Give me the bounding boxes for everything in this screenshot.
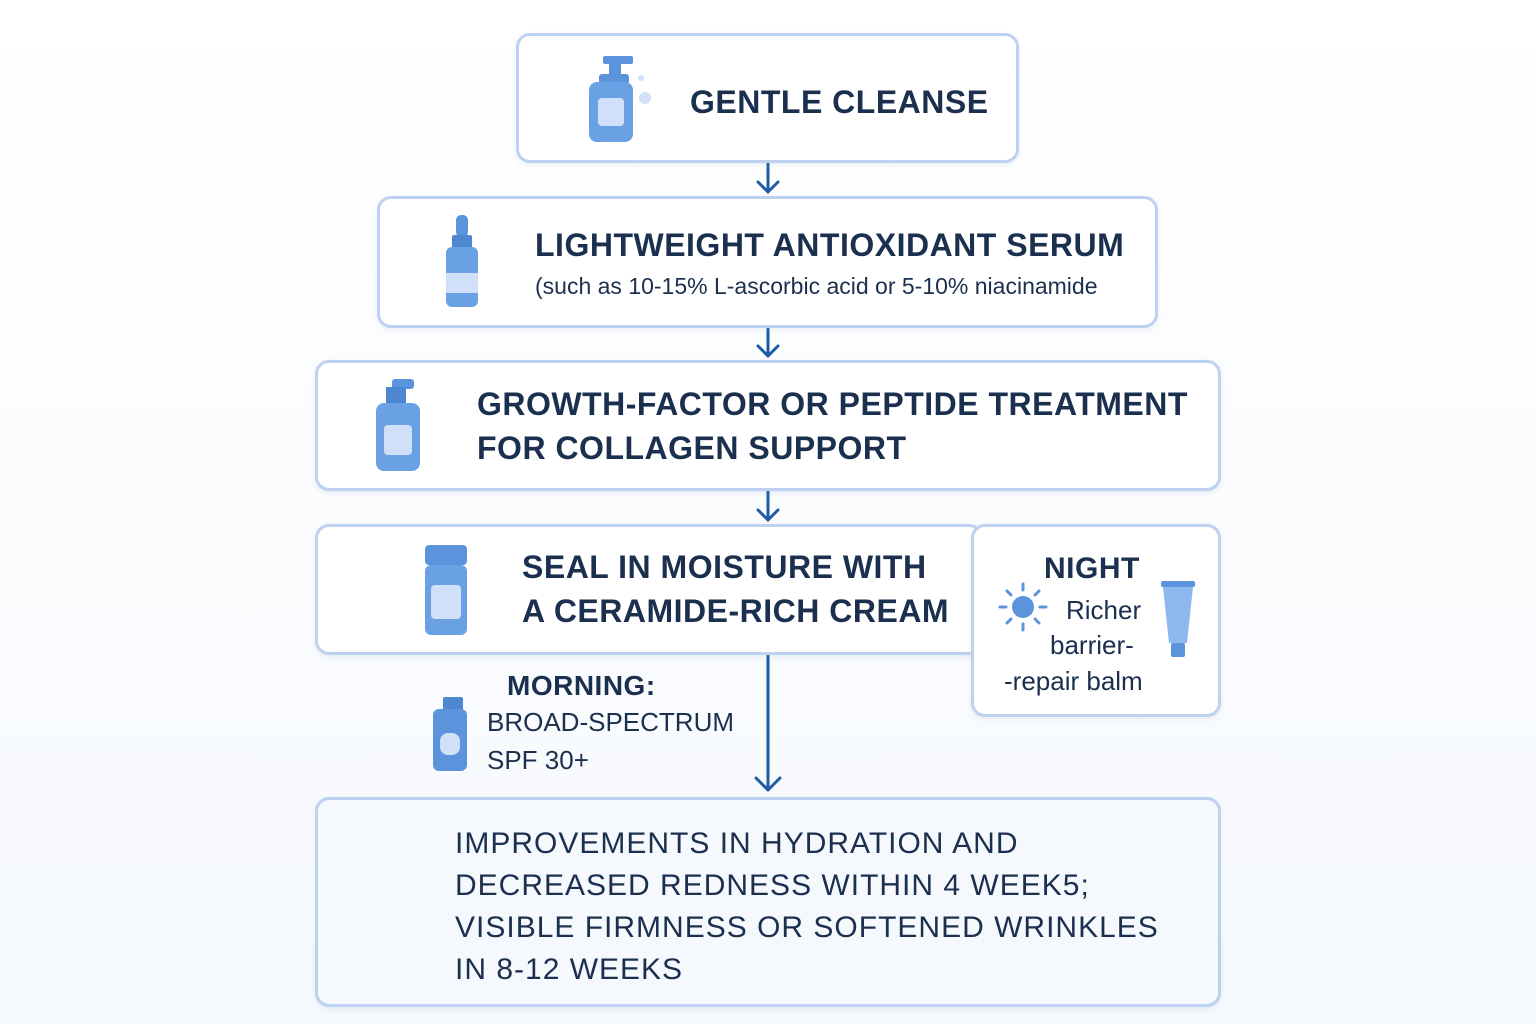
pump-bottle-icon [589,56,651,142]
step-cleanse-title: GENTLE CLEANSE [690,84,989,120]
step-serum-box: LIGHTWEIGHT ANTIOXIDANT SERUM (such as 1… [377,196,1158,328]
night-line3: -repair balm [1004,666,1143,696]
result-box: IMPROVEMENTS IN HYDRATION AND DECREASED … [315,797,1221,1007]
night-title: NIGHT [1044,552,1140,585]
morning-title: MORNING: [507,670,656,701]
step-moisture-title-line1: SEAL IN MOISTURE WITH [522,549,927,585]
night-box: NIGHT Richer barrier- -repair balm [971,524,1221,717]
result-line1: IMPROVEMENTS IN HYDRATION AND [455,827,1019,860]
night-line2: barrier- [1050,630,1134,660]
step-serum-subtitle: (such as 10-15% L-ascorbic acid or 5-10%… [535,273,1098,299]
step-treatment-title-line1: GROWTH-FACTOR OR PEPTIDE TREATMENT [477,386,1188,422]
sunscreen-bottle-icon [433,697,467,771]
tube-icon [1161,581,1195,657]
step-treatment-title-line2: FOR COLLAGEN SUPPORT [477,430,907,466]
step-moisture-box: SEAL IN MOISTURE WITH A CERAMIDE-RICH CR… [315,524,983,655]
result-line3: VISIBLE FIRMNESS OR SOFTENED WRINKLES [455,911,1159,944]
morning-line2: SPF 30+ [487,745,589,775]
result-line2: DECREASED REDNESS WITHIN 4 WEEK5; [455,869,1090,902]
step-moisture-title-line2: A CERAMIDE-RICH CREAM [522,593,950,629]
arrow-2-head [756,344,780,358]
step-treatment-box: GROWTH-FACTOR OR PEPTIDE TREATMENT FOR C… [315,360,1221,491]
cream-jar-icon [425,545,467,635]
morning-line1: BROAD-SPECTRUM [487,707,735,737]
arrow-4-head [754,776,782,792]
night-line1: Richer [1066,595,1142,625]
step-cleanse-box: GENTLE CLEANSE [516,33,1019,163]
arrow-1-head [756,180,780,194]
step-serum-title: LIGHTWEIGHT ANTIOXIDANT SERUM [535,227,1125,263]
sun-icon [998,582,1048,632]
pump-bottle-icon [376,379,420,471]
dropper-bottle-icon [446,215,478,307]
arrow-3-head [756,508,780,522]
result-line4: IN 8-12 WEEKS [455,953,684,986]
